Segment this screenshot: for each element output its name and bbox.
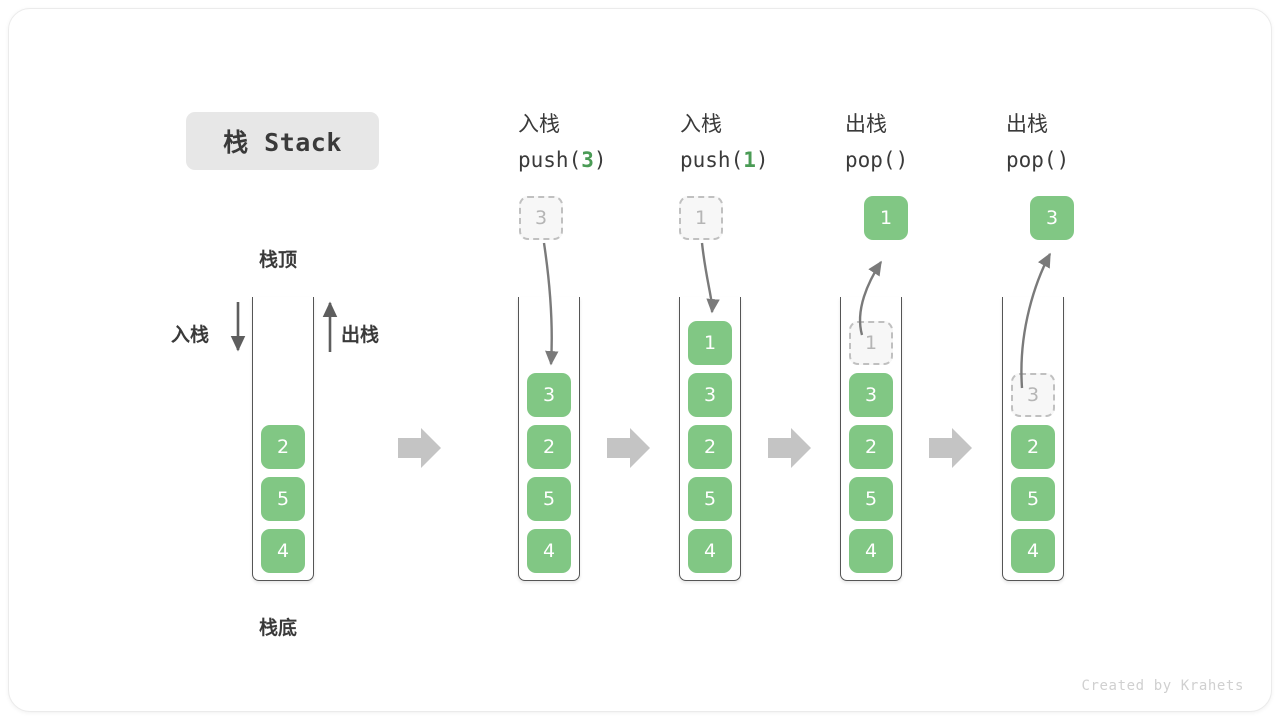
column-header-code-push-1: push(1) (680, 148, 769, 172)
stack-cell: 2 (1011, 425, 1055, 469)
column-header-cn-pop-3: 出栈 (1006, 112, 1048, 136)
stack-cell: 5 (1011, 477, 1055, 521)
stack-top-label: 栈顶 (259, 249, 298, 271)
stack-cell: 4 (849, 529, 893, 573)
column-header-pop-3: 出栈 pop() (1006, 106, 1069, 178)
floating-popped-cell-pop-1: 1 (864, 196, 908, 240)
stack-cell: 3 (849, 373, 893, 417)
stack-cell: 5 (527, 477, 571, 521)
column-header-push-3: 入栈 push(3) (518, 106, 607, 178)
footer-credit: Created by Krahets (1081, 678, 1244, 694)
stack-cell: 2 (527, 425, 571, 469)
column-header-code-push-3: push(3) (518, 148, 607, 172)
diagram-title: 栈 Stack (186, 112, 379, 170)
stack-cell: 4 (261, 529, 305, 573)
stack-bottom-label: 栈底 (259, 617, 298, 639)
stack-cell: 4 (1011, 529, 1055, 573)
column-header-push-1: 入栈 push(1) (680, 106, 769, 178)
stack-cell: 5 (261, 477, 305, 521)
column-header-code-pop-1: pop() (845, 148, 909, 172)
stack-cell: 5 (688, 477, 732, 521)
column-header-cn-push-1: 入栈 (680, 112, 722, 136)
column-header-pop-1: 出栈 pop() (845, 106, 908, 178)
stack-cell: 3 (688, 373, 732, 417)
floating-popped-cell-pop-3: 3 (1030, 196, 1074, 240)
pop-direction-label: 出栈 (341, 324, 380, 346)
floating-ghost-cell-push-1: 1 (679, 196, 723, 240)
stack-cell-ghost: 1 (849, 321, 893, 365)
stack-cell: 2 (261, 425, 305, 469)
push-direction-label: 入栈 (171, 324, 210, 346)
stack-cell: 4 (688, 529, 732, 573)
stack-cell: 2 (688, 425, 732, 469)
floating-ghost-cell-push-3: 3 (519, 196, 563, 240)
stack-cell: 3 (527, 373, 571, 417)
column-header-cn-push-3: 入栈 (518, 112, 560, 136)
stack-cell: 4 (527, 529, 571, 573)
column-header-code-pop-3: pop() (1006, 148, 1070, 172)
stack-cell: 2 (849, 425, 893, 469)
column-header-cn-pop-1: 出栈 (845, 112, 887, 136)
stack-cell: 1 (688, 321, 732, 365)
stack-cell-ghost: 3 (1011, 373, 1055, 417)
stack-cell: 5 (849, 477, 893, 521)
